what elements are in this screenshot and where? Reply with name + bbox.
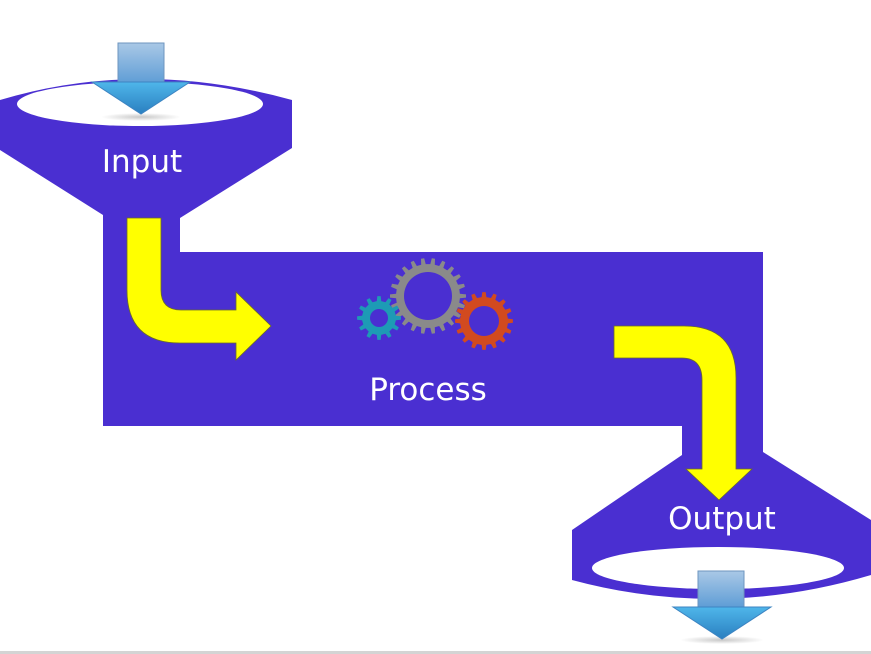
input-label: Input (102, 144, 182, 180)
input-down-arrow-icon (90, 42, 192, 121)
gear-orange-shape (455, 292, 513, 350)
teal-gear-icon (357, 296, 401, 340)
output-funnel-opening (592, 547, 844, 589)
input-to-process-arrow (126, 217, 272, 361)
output-down-arrow-icon (671, 570, 773, 644)
gray-gear-icon (390, 258, 466, 334)
bottom-divider (0, 651, 871, 654)
orange-gear-icon (455, 292, 513, 350)
gear-gray-shape (390, 258, 466, 334)
gear-teal-shape (357, 296, 401, 340)
output-label: Output (668, 501, 776, 537)
process-to-output-arrow (613, 325, 754, 501)
gears-icon (357, 258, 513, 350)
process-label: Process (369, 372, 487, 408)
